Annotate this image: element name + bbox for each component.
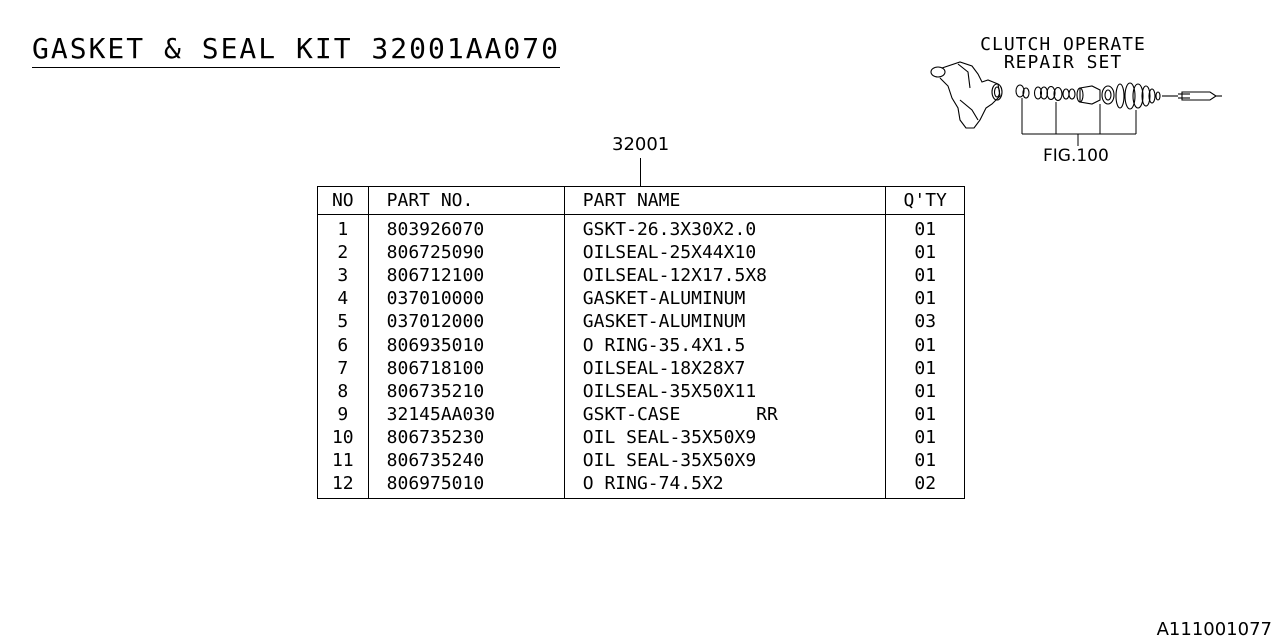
row-qty: 01 [914,334,937,356]
row-part-no: 806712100 [368,264,565,288]
row-no: 1 [317,214,369,242]
row-part-no: 806718100 [368,356,565,380]
row-part-no: 803926070 [368,214,565,242]
row-part-name: OILSEAL-12X17.5X8 [564,264,887,288]
row-part-no: 037010000 [368,287,565,311]
clutch-operate-drawing [930,61,1222,146]
row-no: 12 [317,472,369,499]
row-qty: 01 [914,449,937,471]
fig-reference: FIG.100 [1043,146,1109,166]
row-part-name: O RING-35.4X1.5 [564,333,887,357]
row-part-name: OILSEAL-35X50X11 [564,379,887,403]
boot-drawing [1115,82,1161,110]
row-part-no: 806735240 [368,448,565,473]
table-header-row: NO PART NO. PART NAME Q'TY [317,186,965,215]
row-qty: 01 [914,242,937,264]
row-part-no: 806725090 [368,241,565,265]
row-part-no: 806735230 [368,425,565,449]
row-qty: 03 [914,311,937,333]
clutch-set-label-line2: REPAIR SET [1003,52,1123,73]
drawing-id: A111001077 [1156,619,1272,640]
row-no: 8 [317,379,369,403]
header-no: NO [317,186,369,215]
row-qty: 02 [914,473,937,495]
row-part-name: OIL SEAL-35X50X9 [564,448,887,473]
row-part-name: GSKT-26.3X30X2.0 [564,214,887,242]
clutch-set-label: CLUTCH OPERATE REPAIR SET [950,36,1176,72]
row-part-name: OILSEAL-18X28X7 [564,356,887,380]
row-qty: 01 [914,426,937,448]
row-qty: 01 [914,380,937,402]
row-no: 9 [317,402,369,426]
clutch-set-label-line1: CLUTCH OPERATE [980,34,1146,55]
header-qty: Q'TY [885,186,965,215]
row-no: 4 [317,287,369,311]
piston-drawing [1076,85,1115,105]
row-qty: 01 [914,265,937,287]
row-part-name: OIL SEAL-35X50X9 [564,425,887,449]
row-part-name: GASKET-ALUMINUM [564,287,887,311]
row-part-no: 806935010 [368,333,565,357]
row-part-no: 037012000 [368,310,565,334]
row-no: 5 [317,310,369,334]
header-part-no: PART NO. [368,186,565,215]
row-part-no: 806735210 [368,379,565,403]
seal-ring-series-drawing [1015,84,1076,102]
row-no: 11 [317,448,369,473]
row-part-name: GSKT-CASE RR [564,402,887,426]
row-no: 10 [317,425,369,449]
row-no: 3 [317,264,369,288]
push-rod-drawing [1162,91,1222,101]
row-part-no: 806975010 [368,472,565,499]
row-no: 7 [317,356,369,380]
fig-ref-bracket [1021,98,1137,146]
clutch-housing-drawing [930,61,1003,129]
row-part-name: OILSEAL-25X44X10 [564,241,887,265]
row-qty: 01 [914,357,937,379]
row-qty: 01 [914,219,937,241]
row-part-name: O RING-74.5X2 [564,472,887,499]
row-part-name: GASKET-ALUMINUM [564,310,887,334]
header-part-name: PART NAME [564,186,887,215]
leader-line [640,158,641,186]
row-qty: 01 [914,403,937,425]
group-number: 32001 [612,134,670,155]
row-part-no: 32145AA030 [368,402,565,426]
row-qty: 01 [914,288,937,310]
row-no: 2 [317,241,369,265]
row-no: 6 [317,333,369,357]
page-title: GASKET & SEAL KIT 32001AA070 [32,32,561,68]
